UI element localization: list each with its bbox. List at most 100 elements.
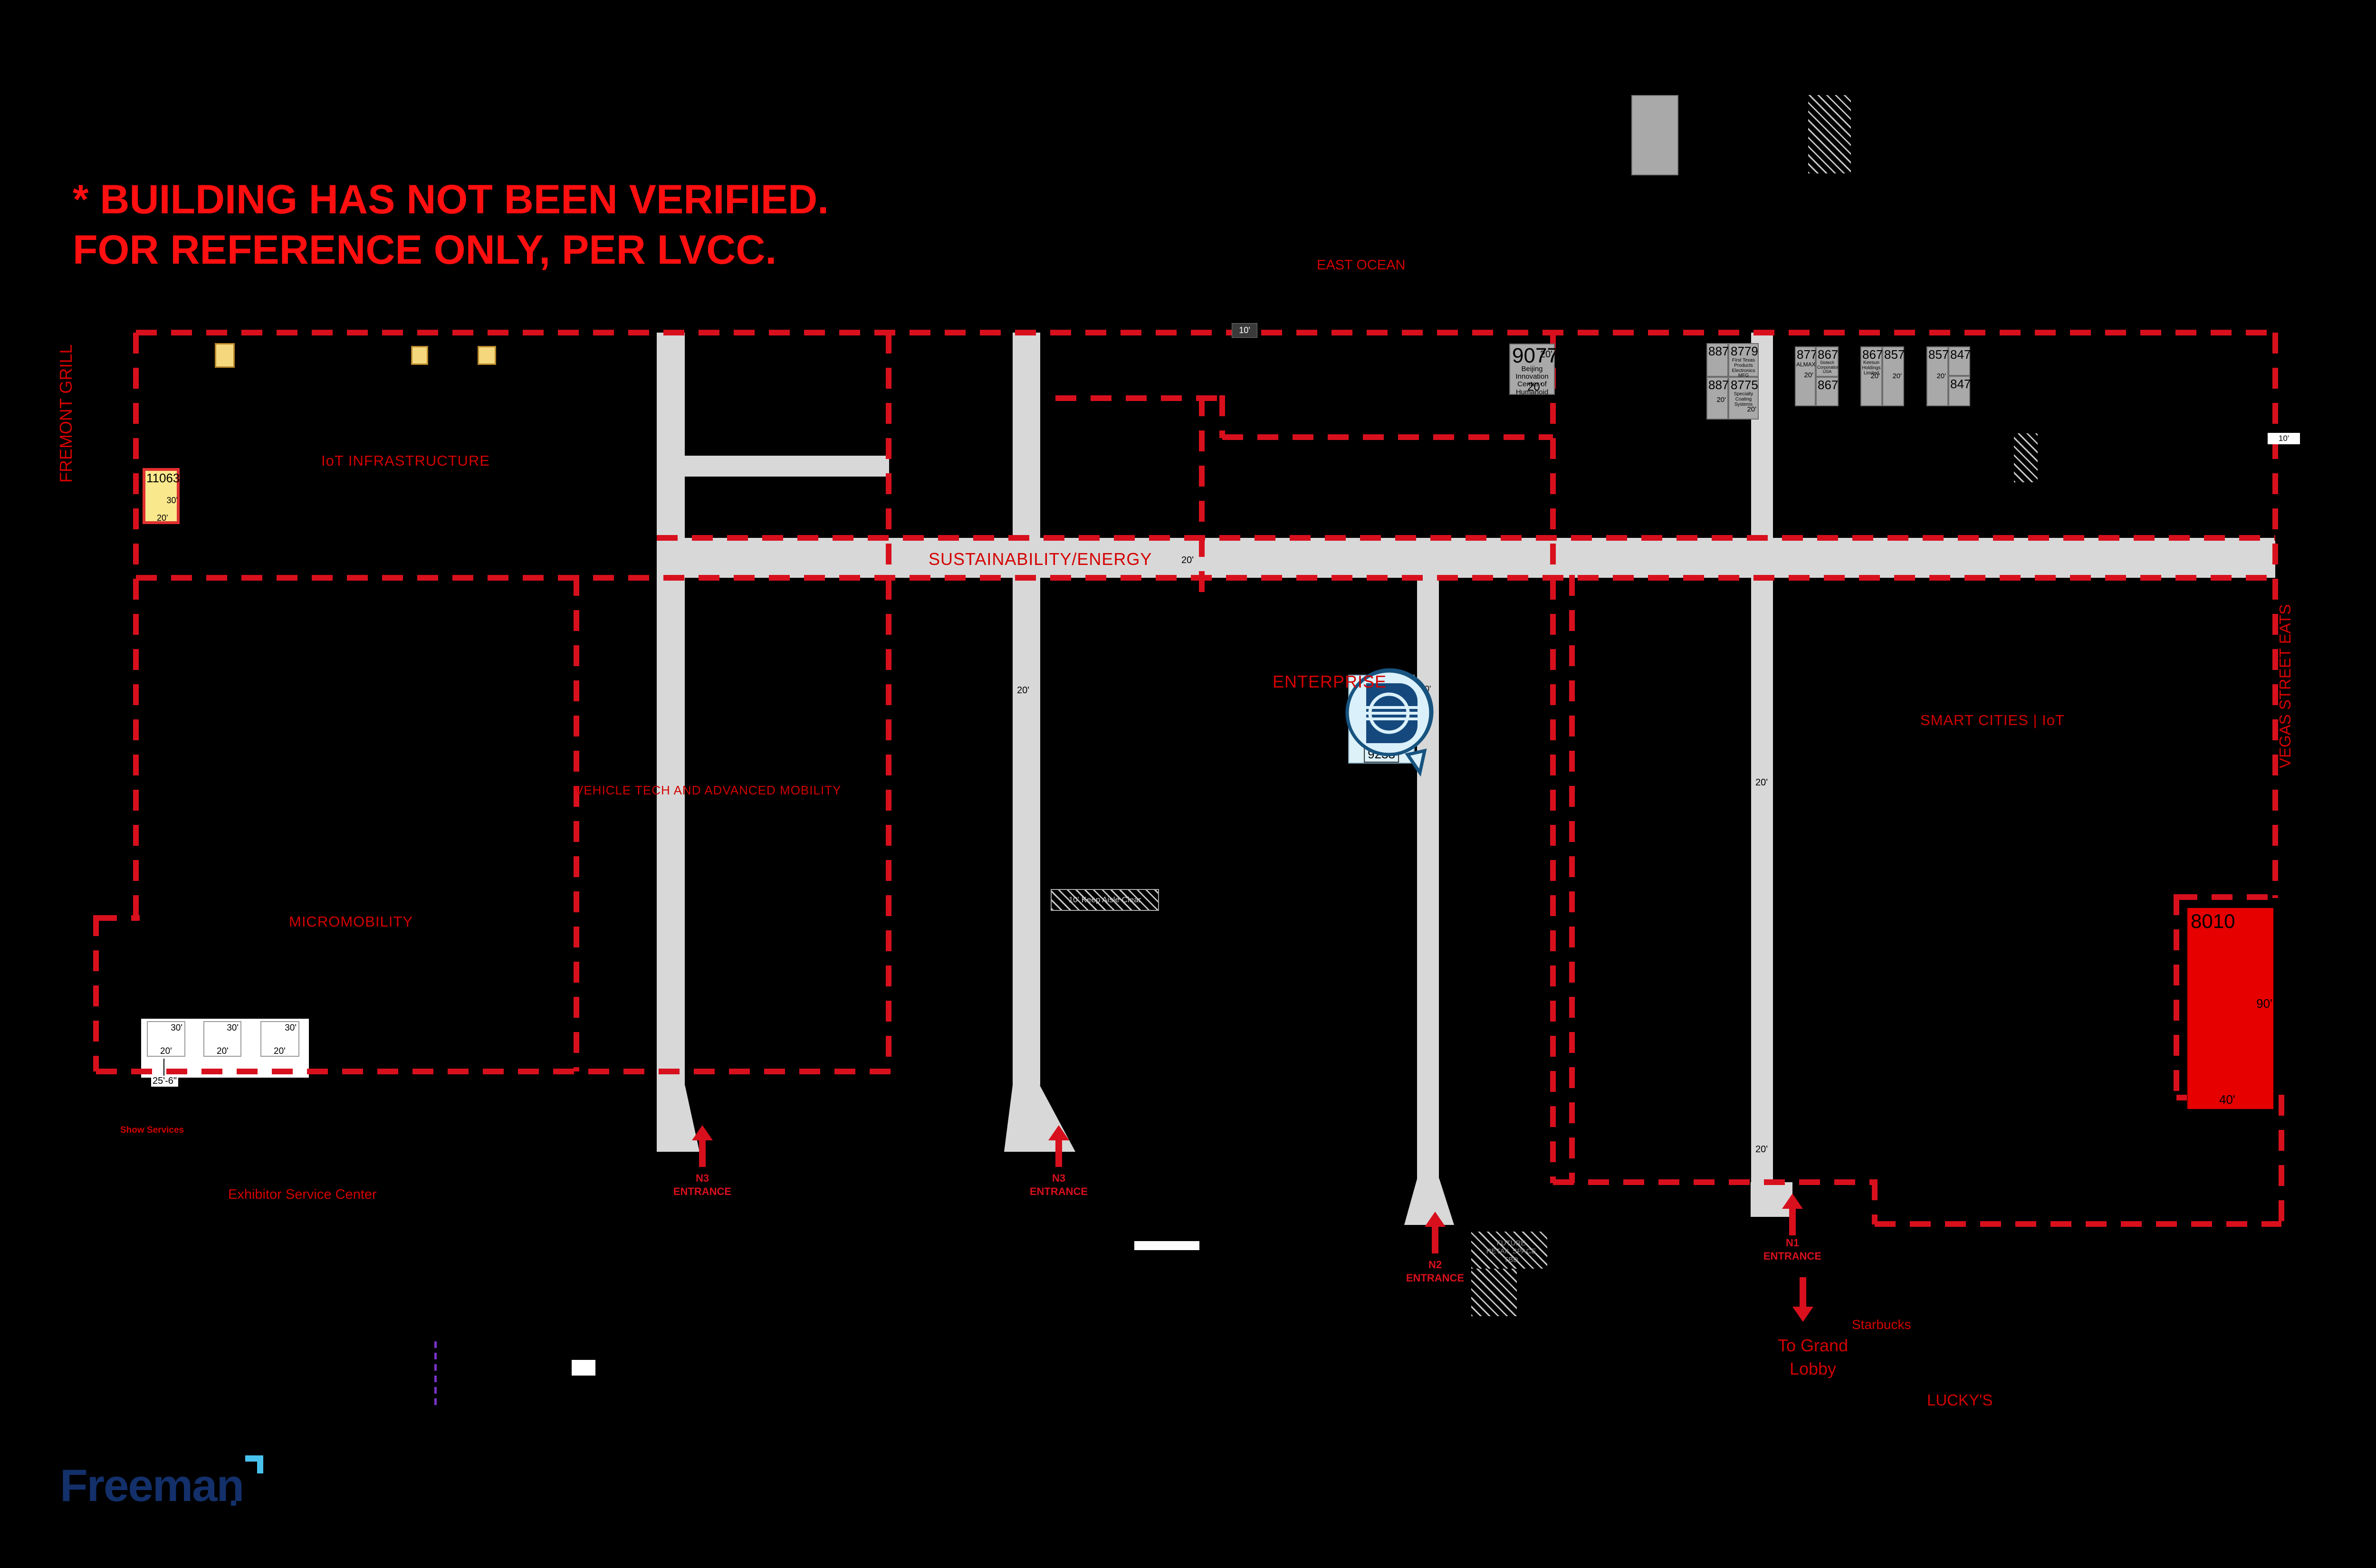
booth-8676-dim: 20' — [1870, 372, 1880, 380]
label-starbucks: Starbucks — [1852, 1317, 1911, 1332]
boundary-left-notch — [93, 915, 99, 1071]
utility-box-1 — [215, 343, 235, 368]
booth-11063: 11063 30' 20' — [143, 468, 180, 524]
booth-9077-dim-bottom: 20' — [1527, 381, 1542, 393]
entrance-n2-word: ENTRANCE — [1406, 1272, 1465, 1284]
boundary-corridor-bottom — [136, 575, 2275, 581]
micromobility-square-2: 30' 20' — [203, 1021, 241, 1057]
label-luckys: LUCKY'S — [1927, 1391, 1993, 1409]
boundary-bottom-left — [96, 1069, 893, 1074]
booth-8677-number: 8677 — [1818, 378, 1845, 392]
booth-8676-name: Keesun Holdings Limited — [1862, 360, 1881, 376]
label-east-ocean: EAST OCEAN — [1317, 258, 1406, 273]
exhibitor-logo-glyph — [1359, 683, 1420, 743]
disclaimer-note: * BUILDING HAS NOT BEEN VERIFIED. FOR RE… — [73, 177, 829, 273]
booth-8479-number: 8479 — [1950, 347, 1978, 362]
label-exhibitor-service-center: Exhibitor Service Center — [228, 1187, 377, 1202]
boundary-enterprise-bottom — [1553, 1179, 1875, 1185]
booth-8479: 8479 — [1948, 346, 1978, 376]
to-grand-lobby-line2: Lobby — [1789, 1358, 1837, 1378]
entrance-n3a-word: ENTRANCE — [673, 1185, 732, 1197]
future-retail-hatch-b — [1471, 1269, 1517, 1316]
square3-dim-30: 30' — [285, 1023, 297, 1033]
dim-callout-25-6: 25'-6" — [151, 1076, 178, 1087]
label-vegas-street-eats: VEGAS STREET EATS — [2276, 604, 2294, 768]
entrance-n1-word: ENTRANCE — [1763, 1250, 1822, 1262]
entrance-arrow-n1 — [1782, 1194, 1803, 1235]
utility-box-3 — [478, 346, 496, 365]
entrance-arrow-n2 — [1425, 1212, 1446, 1253]
booth-9077-name: Beijing Innovation Center of Humanoid Ro… — [1512, 365, 1552, 404]
label-show-services: Show Services — [120, 1125, 184, 1135]
future-retail-line3: TBD — [1504, 1255, 1518, 1264]
aisle4-dim-upper: 20' — [1755, 777, 1768, 788]
aisle2-dim: 20' — [1017, 685, 1030, 696]
booth-8477: 8477 — [1948, 376, 1978, 406]
zone-vehicle-tech: VEHICLE TECH AND ADVANCED MOBILITY — [575, 783, 842, 797]
booth-8010: 8010 90' 40' — [2187, 908, 2273, 1109]
boundary-enterprise-right-b — [1569, 575, 1575, 1183]
booth-8779-number: 8779 — [1731, 344, 1758, 358]
future-retail-hatch-a — [1471, 1232, 1547, 1269]
entrance-label-n1: N1 ENTRANCE — [1754, 1236, 1830, 1262]
booth-8679-number: 8679 — [1818, 347, 1845, 362]
booth-8878: 8878 — [1706, 343, 1736, 377]
booth-8776: 8776 ALMAX 20' — [1795, 346, 1824, 406]
zone-micromobility: MICROMOBILITY — [289, 913, 413, 930]
booth-8779: 8779 First Texas Products Electronics MF… — [1728, 343, 1759, 379]
booth-8779-name: First Texas Products Electronics MFG — [1732, 358, 1755, 379]
aisle-vertical-3 — [1417, 578, 1439, 1191]
booth-8775: 8775 Specialty Coating Systems 20' — [1728, 377, 1759, 420]
entrance-arrow-n3a — [692, 1125, 713, 1167]
corridor-dim: 20' — [1181, 555, 1194, 565]
future-retail-label: FUTURE RETAIL SPACE TBD — [1478, 1239, 1544, 1264]
future-retail-line2: RETAIL SPACE — [1486, 1247, 1536, 1256]
zone-smart-cities: SMART CITIES | IoT — [1920, 712, 2065, 728]
to-grand-lobby-line1: To Grand — [1777, 1336, 1849, 1355]
dim-tag-right: 10' — [2268, 433, 2300, 444]
dim-callout-arrow — [163, 1059, 164, 1076]
entrance-arrow-n3b — [1048, 1125, 1069, 1167]
zone-enterprise: ENTERPRISE — [1273, 672, 1387, 691]
label-to-grand-lobby: To Grand Lobby — [1770, 1334, 1856, 1380]
booth-8775-name: Specialty Coating Systems — [1734, 392, 1753, 407]
boundary-step-right — [1872, 1179, 1878, 1224]
utility-white-box — [572, 1360, 595, 1376]
entrance-n1-gate: N1 — [1785, 1237, 1800, 1249]
boundary-right — [2272, 333, 2278, 898]
square3-dim-20: 20' — [274, 1046, 286, 1056]
booth-8577-number: 8577 — [1884, 347, 1912, 362]
booth-8576: 8576 20' — [1926, 346, 1956, 406]
boundary-left — [133, 333, 139, 918]
entrance-label-n3a: N3 ENTRANCE — [664, 1172, 740, 1198]
booth-8679: 8679 Siotech Corporation, USA — [1816, 346, 1845, 377]
booth-8577: 8577 20' — [1882, 346, 1912, 406]
booth-8679-name: Siotech Corporation, USA — [1817, 360, 1841, 374]
boundary-jog-connector — [1219, 395, 1225, 438]
boundary-jog-upper — [1055, 395, 1225, 401]
boundary-top — [136, 330, 2275, 335]
entrance-n3b-gate: N3 — [1052, 1172, 1066, 1184]
boundary-corridor-top — [657, 535, 2275, 541]
boundary-enterprise-right-a — [1550, 333, 1556, 1183]
booth-11063-number: 11063 — [146, 471, 180, 485]
freeman-corner-mark — [245, 1455, 264, 1473]
aisle-stub — [685, 456, 889, 477]
zone-iot-infrastructure: IoT INFRASTRUCTURE — [321, 452, 490, 469]
boundary-jog-lower — [1222, 434, 1553, 440]
booth-8477-number: 8477 — [1950, 377, 1978, 391]
exhibitor-logo-marker[interactable] — [1340, 664, 1440, 778]
entrance-n2-gate: N2 — [1428, 1259, 1442, 1271]
bottom-white-bar — [1134, 1241, 1199, 1250]
corridor-sustainability — [657, 538, 2275, 578]
aisle-vertical-1 — [657, 333, 685, 1085]
entrance-label-n3b: N3 ENTRANCE — [1021, 1172, 1097, 1198]
dim-tag-top: 10' — [1232, 323, 1257, 338]
freeman-logo: Freeman — [60, 1455, 264, 1512]
boundary-8010-left — [2174, 894, 2179, 1099]
booth-8874: 8874 20' — [1706, 377, 1736, 420]
square1-dim-20: 20' — [160, 1046, 172, 1056]
booth-8577-dim: 20' — [1892, 372, 1902, 380]
booth-8010-dim-bottom: 40' — [2219, 1092, 2235, 1107]
